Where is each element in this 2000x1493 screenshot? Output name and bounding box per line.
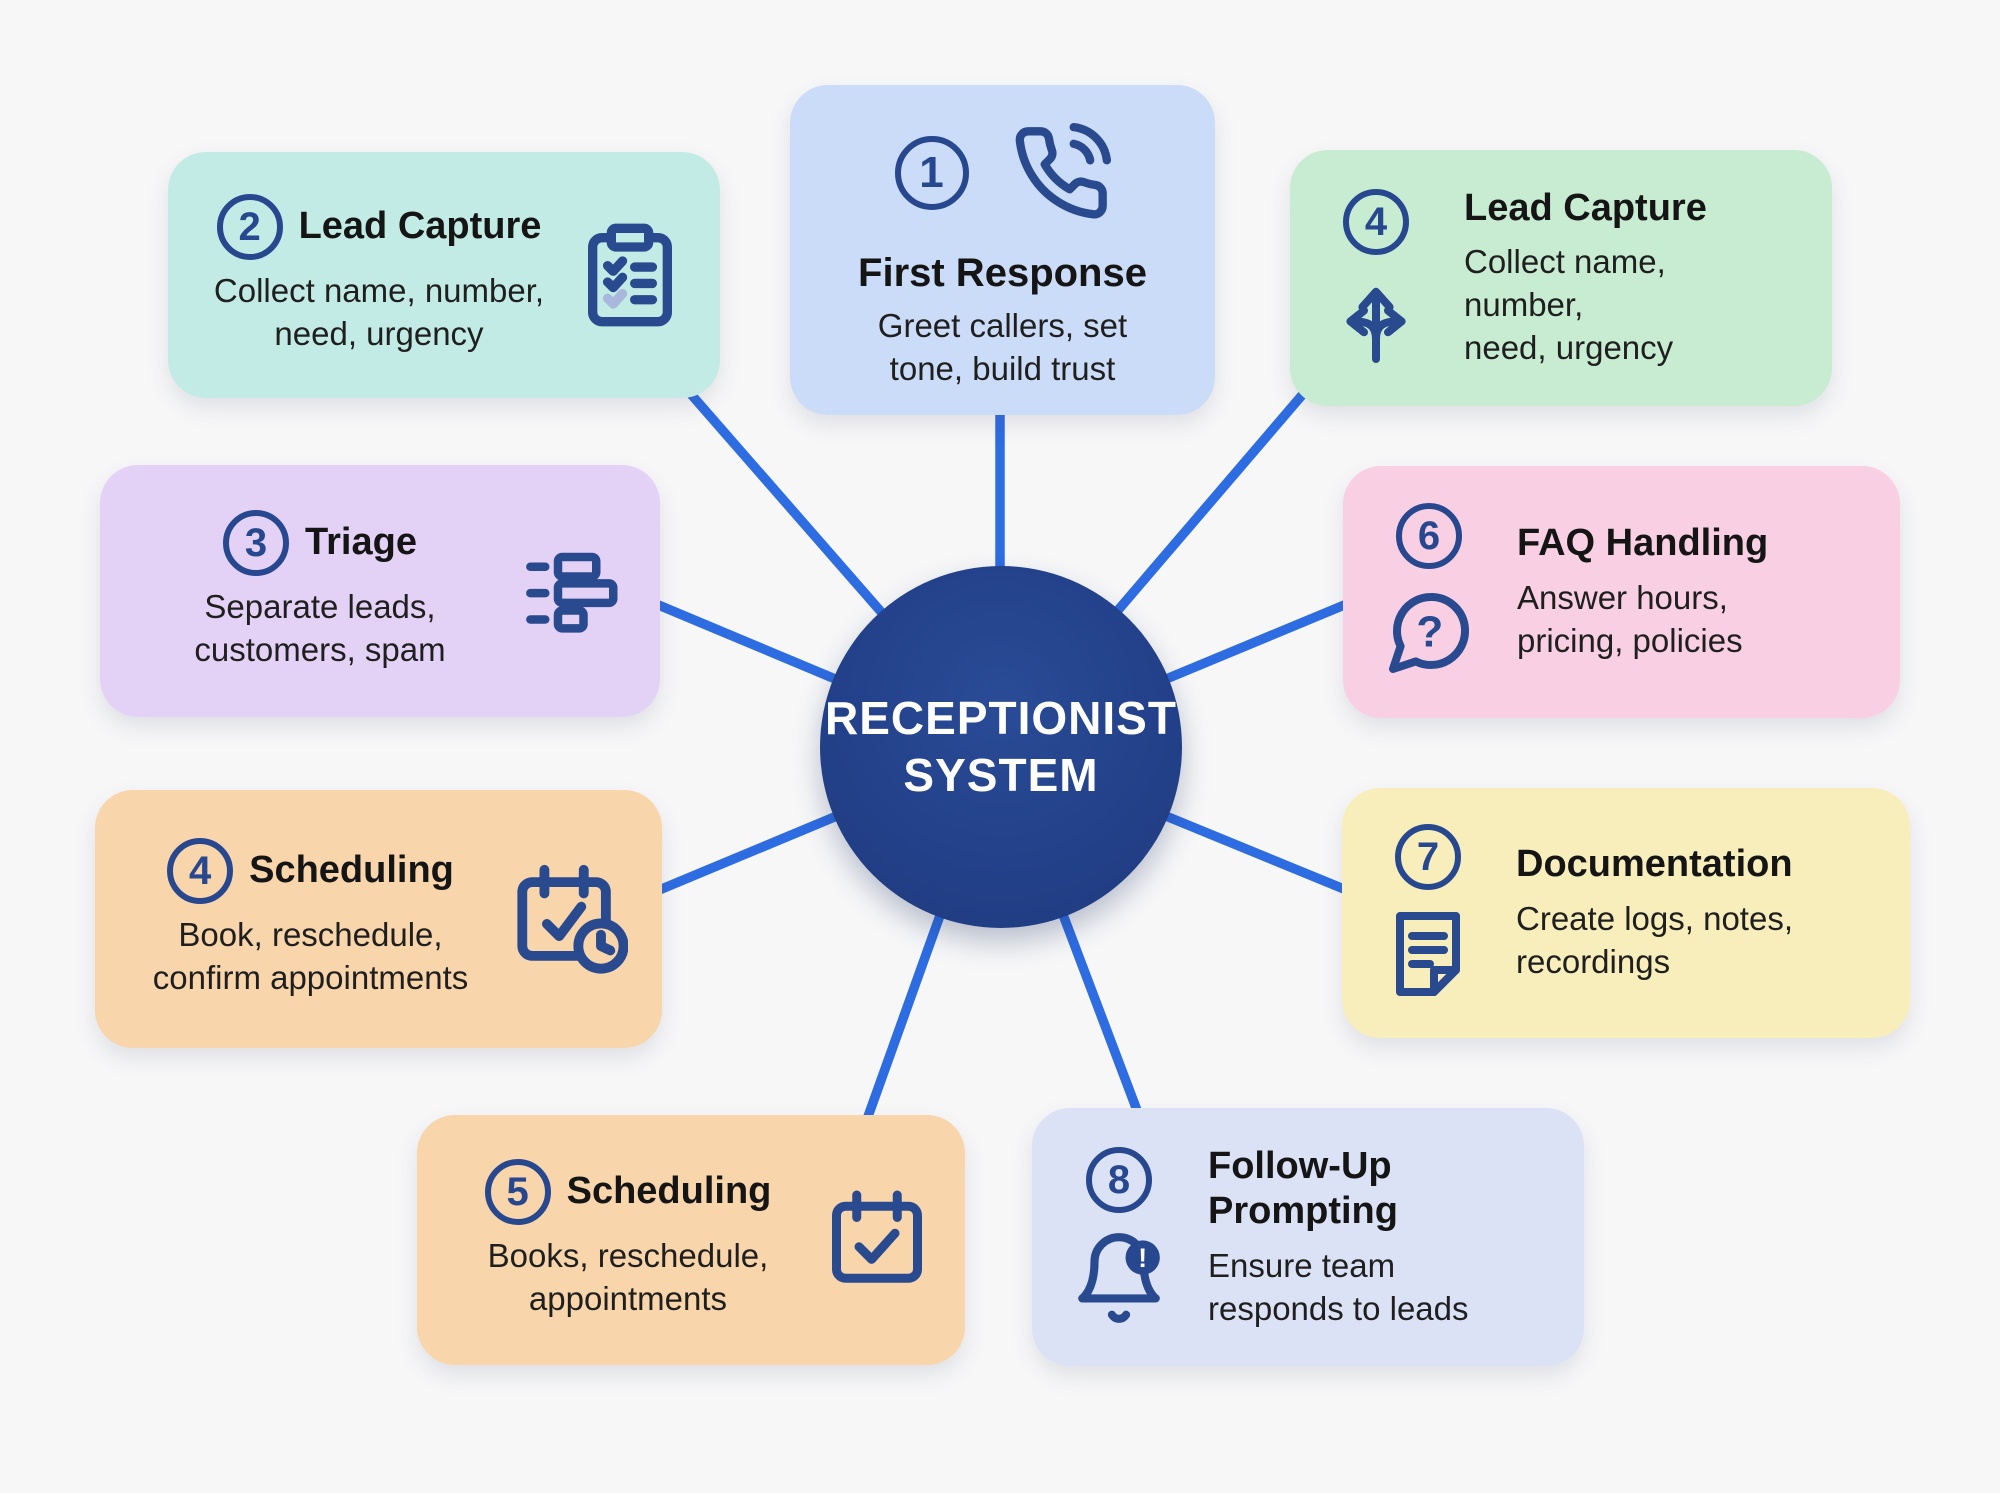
card-documentation: 7 Documentation Create logs, notes, reco…: [1342, 788, 1910, 1038]
step-number: 5: [506, 1169, 529, 1214]
card-title: First Response: [858, 251, 1147, 295]
calendar-clock-icon: [517, 864, 628, 974]
step-number-badge: 4: [167, 838, 234, 905]
card-scheduling-bottom: 5 Scheduling Books, reschedule, appointm…: [417, 1115, 965, 1365]
card-title: FAQ Handling: [1517, 522, 1769, 565]
card-description: Books, reschedule, appointments: [487, 1237, 769, 1317]
step-number: 4: [1364, 199, 1388, 244]
card-title: Scheduling: [566, 1170, 772, 1213]
card-description: Answer hours, pricing, policies: [1517, 578, 1743, 659]
split-arrows-icon: [1346, 287, 1406, 363]
card-title: Lead Capture: [298, 205, 542, 248]
step-number: 6: [1417, 513, 1441, 558]
step-number: 8: [1107, 1157, 1131, 1202]
svg-text:!: !: [1138, 1243, 1147, 1273]
step-number: 3: [244, 520, 268, 565]
question-bubble-icon: ?: [1389, 592, 1470, 673]
step-number: 2: [238, 204, 261, 249]
sort-bars-icon: [526, 552, 618, 633]
step-number-badge: 1: [894, 136, 969, 210]
card-description: Collect name, number, need, urgency: [213, 272, 545, 352]
step-number-badge: 7: [1395, 824, 1461, 890]
calendar-check-icon: [832, 1190, 922, 1283]
card-follow-up: 8 ! Follow-Up Prompting Ensure team resp…: [1032, 1108, 1584, 1366]
step-number-badge: 3: [223, 510, 290, 577]
document-icon: [1396, 912, 1460, 996]
card-title: Follow-Up Prompting: [1208, 1144, 1398, 1233]
card-faq-handling: 6 ? FAQ Handling Answer hours, pricing, …: [1343, 466, 1900, 718]
step-number: 1: [919, 148, 944, 197]
card-scheduling-left: 4 Scheduling Book, reschedule, confirm a…: [95, 790, 662, 1048]
bell-alert-icon: !: [1078, 1233, 1160, 1323]
card-description: Separate leads, customers, spam: [194, 588, 446, 668]
card-lead-capture-left: 2 Lead Capture Collect name, number, nee…: [168, 152, 720, 398]
card-title: Lead Capture: [1464, 186, 1707, 229]
step-number-badge: 4: [1343, 189, 1409, 255]
step-number-badge: 6: [1396, 503, 1462, 569]
step-number-badge: 5: [484, 1159, 551, 1226]
step-number-badge: 2: [216, 194, 283, 261]
card-title: Triage: [305, 521, 417, 564]
hub-title: RECEPTIONIST SYSTEM: [825, 691, 1177, 802]
card-title: Scheduling: [249, 849, 454, 892]
clipboard-checklist-icon: [588, 223, 672, 327]
step-number-badge: 8: [1086, 1147, 1152, 1213]
card-first-response-header: 1: [894, 123, 1111, 223]
card-description: Create logs, notes, recordings: [1516, 899, 1793, 980]
phone-call-icon: [1015, 123, 1111, 219]
card-lead-capture-right: 4 Lead Capture Collect name, number, nee…: [1290, 150, 1832, 406]
card-title: Documentation: [1516, 843, 1793, 886]
card-description: Ensure team responds to leads: [1208, 1246, 1469, 1327]
card-triage: 3 Triage Separate leads, customers, spam: [100, 465, 660, 717]
step-number: 7: [1416, 834, 1440, 879]
card-description: Book, reschedule, confirm appointments: [152, 916, 469, 996]
hub-circle: RECEPTIONIST SYSTEM: [820, 566, 1182, 928]
card-description: Greet callers, set tone, build trust: [877, 307, 1128, 387]
svg-text:?: ?: [1416, 608, 1443, 657]
card-description: Collect name, number, need, urgency: [1464, 243, 1674, 367]
step-number: 4: [188, 848, 212, 893]
card-first-response: 1 First Response Greet callers, set tone…: [790, 85, 1215, 415]
